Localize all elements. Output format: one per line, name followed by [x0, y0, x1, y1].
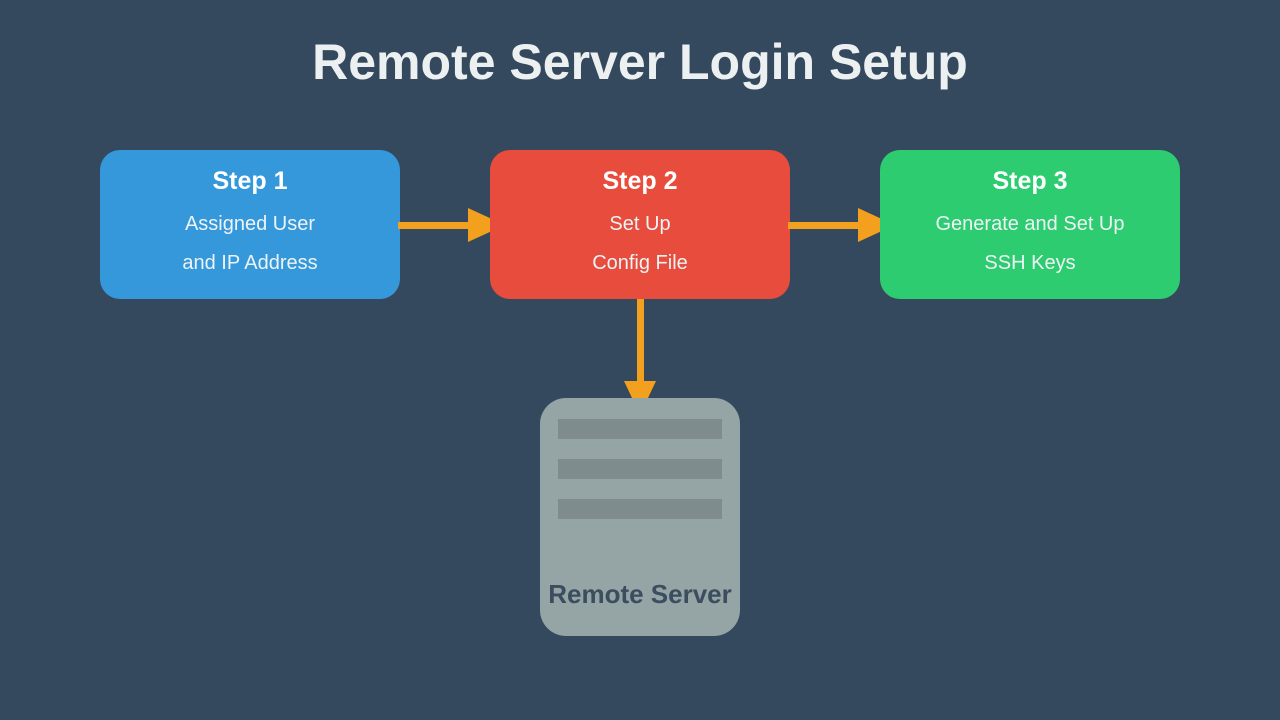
arrow-right-icon	[398, 208, 505, 242]
server-slat	[558, 419, 722, 439]
server-slat	[558, 499, 722, 519]
step-1-line-1: Assigned User	[184, 213, 316, 235]
remote-server-card: Remote Server	[540, 398, 740, 636]
step-3-line-2: SSH Keys	[984, 252, 1076, 274]
step-3-title: Step 3	[992, 167, 1068, 195]
step-2-line-2: Config File	[592, 252, 688, 274]
arrow-shaft	[788, 222, 860, 229]
step-1-title: Step 1	[212, 167, 288, 195]
step-1-card: Step 1 Assigned User and IP Address	[100, 150, 400, 299]
step-3-card: Step 3 Generate and Set Up SSH Keys	[880, 150, 1180, 299]
diagram-title: Remote Server Login Setup	[312, 34, 968, 90]
arrow-shaft	[398, 222, 470, 229]
step-3-line-1: Generate and Set Up	[935, 213, 1125, 235]
arrow-shaft	[637, 299, 644, 383]
server-label: Remote Server	[548, 579, 732, 609]
server-slat	[558, 459, 722, 479]
arrow-right-icon	[788, 208, 895, 242]
step-2-card: Step 2 Set Up Config File	[490, 150, 790, 299]
step-1-line-2: and IP Address	[182, 252, 318, 274]
step-2-title: Step 2	[602, 167, 678, 195]
step-2-line-1: Set Up	[609, 213, 671, 235]
